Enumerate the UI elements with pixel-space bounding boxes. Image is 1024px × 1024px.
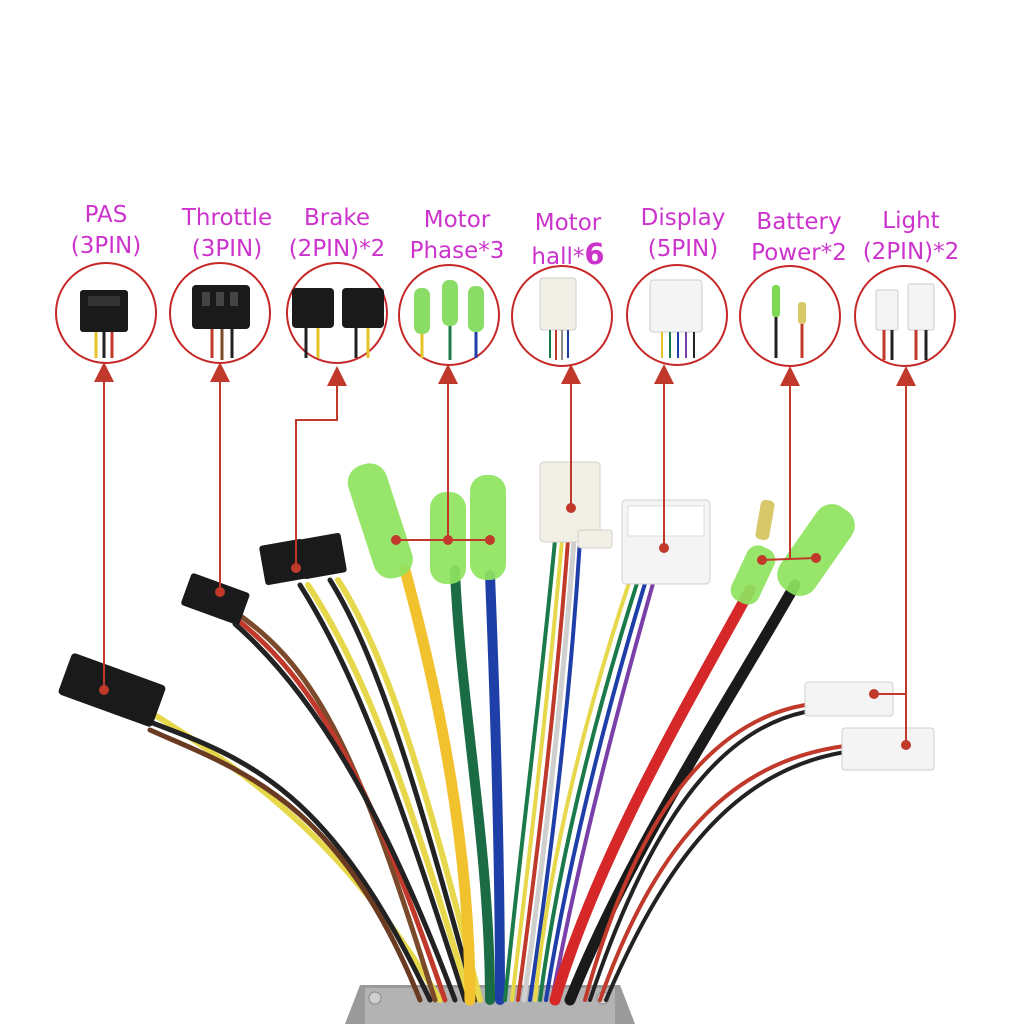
label-motor-phase: Motor Phase*3 [410, 205, 505, 267]
label-motor-hall-name: Motor [534, 210, 602, 236]
label-pas-name: PAS [84, 202, 128, 228]
connector-brake [259, 532, 347, 586]
connector-battery-power [730, 499, 855, 605]
label-brake-name: Brake [304, 205, 370, 231]
callout-brake [295, 366, 347, 568]
label-display-pins: (5PIN) [647, 236, 719, 262]
label-motor-phase-count: Phase*3 [409, 238, 505, 264]
label-throttle-name: Throttle [181, 205, 273, 231]
callout-battery-bar [761, 557, 817, 561]
thumbnail-throttle [169, 262, 271, 364]
connector-motor-hall [539, 461, 613, 549]
label-brake: Brake (2PIN)*2 [289, 203, 386, 265]
wire-bundle [147, 537, 847, 1006]
label-throttle: Throttle (3PIN) [182, 203, 272, 265]
label-brake-pins: (2PIN)*2 [288, 236, 386, 262]
connector-pas [58, 653, 166, 727]
thumbnail-pas [55, 262, 157, 364]
label-motor-hall-number: 6 [584, 237, 605, 271]
thumbnail-motor-phase [398, 264, 500, 366]
label-battery-power-count: Power*2 [751, 240, 847, 266]
label-light-pins: (2PIN)*2 [862, 239, 960, 265]
label-motor-phase-name: Motor [423, 207, 491, 233]
label-display-name: Display [640, 205, 726, 231]
label-battery-power: Battery Power*2 [751, 207, 847, 269]
label-light: Light (2PIN)*2 [863, 206, 960, 268]
thumbnail-light [854, 265, 956, 367]
callout-dots [99, 503, 911, 750]
connector-motor-phase [347, 463, 506, 584]
label-pas-pins: (3PIN) [70, 233, 142, 259]
label-light-name: Light [882, 208, 940, 234]
thumbnail-motor-hall [511, 265, 613, 367]
label-battery-power-name: Battery [756, 209, 842, 235]
thumbnail-battery-power [739, 265, 841, 367]
label-throttle-pins: (3PIN) [191, 236, 263, 262]
callout-light [874, 366, 916, 695]
thumbnail-display [626, 264, 728, 366]
connector-throttle [181, 573, 250, 625]
connector-display [621, 499, 711, 585]
thumbnail-brake [286, 262, 388, 364]
label-display: Display (5PIN) [641, 203, 726, 265]
label-pas: PAS (3PIN) [71, 200, 141, 262]
